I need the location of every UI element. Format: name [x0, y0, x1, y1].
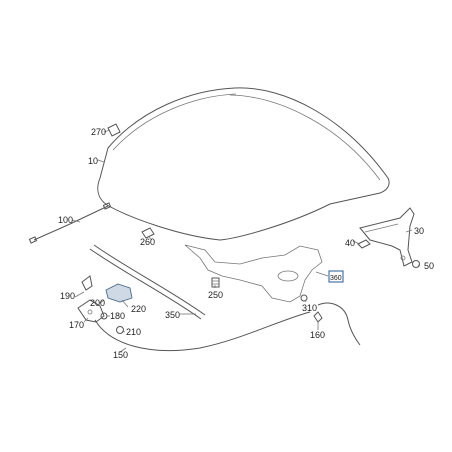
leader-lines — [71, 129, 421, 353]
bolt-50[interactable] — [412, 260, 420, 268]
label-170[interactable]: 170 — [69, 320, 84, 330]
label-190[interactable]: 190 — [60, 291, 75, 301]
bowden-cable[interactable] — [94, 302, 361, 352]
hood-hinge[interactable] — [359, 207, 415, 267]
label-210[interactable]: 210 — [126, 327, 141, 337]
hood-panel[interactable] — [97, 87, 390, 241]
label-160[interactable]: 160 — [310, 330, 325, 340]
hood-inner-frame[interactable] — [184, 244, 323, 303]
seal-strip[interactable] — [89, 244, 206, 320]
clip-160[interactable] — [313, 311, 323, 323]
label-250[interactable]: 250 — [208, 290, 223, 300]
bolt-40[interactable] — [357, 239, 371, 249]
clip-260[interactable] — [141, 227, 155, 239]
release-handle[interactable] — [105, 283, 133, 303]
position-labels: 270 10 100 260 250 30 40 50 190 200 220 … — [58, 127, 434, 360]
label-30[interactable]: 30 — [414, 226, 424, 236]
label-200[interactable]: 200 — [90, 298, 105, 308]
clip-310[interactable] — [300, 294, 308, 302]
label-270[interactable]: 270 — [91, 127, 106, 137]
label-100[interactable]: 100 — [58, 215, 73, 225]
clip-210[interactable] — [116, 326, 124, 334]
label-260[interactable]: 260 — [140, 237, 155, 247]
clip-270[interactable] — [107, 123, 121, 137]
buffer-250[interactable] — [211, 277, 220, 288]
label-180[interactable]: 180 — [110, 311, 125, 321]
lock-bracket[interactable] — [81, 275, 93, 291]
label-50[interactable]: 50 — [424, 261, 434, 271]
label-360-box — [328, 270, 344, 283]
label-360[interactable]: 360 — [330, 275, 342, 282]
label-10[interactable]: 10 — [88, 156, 98, 166]
label-150[interactable]: 150 — [113, 350, 128, 360]
label-40[interactable]: 40 — [345, 238, 355, 248]
label-220[interactable]: 220 — [131, 304, 146, 314]
label-350[interactable]: 350 — [165, 310, 180, 320]
label-310[interactable]: 310 — [302, 303, 317, 313]
